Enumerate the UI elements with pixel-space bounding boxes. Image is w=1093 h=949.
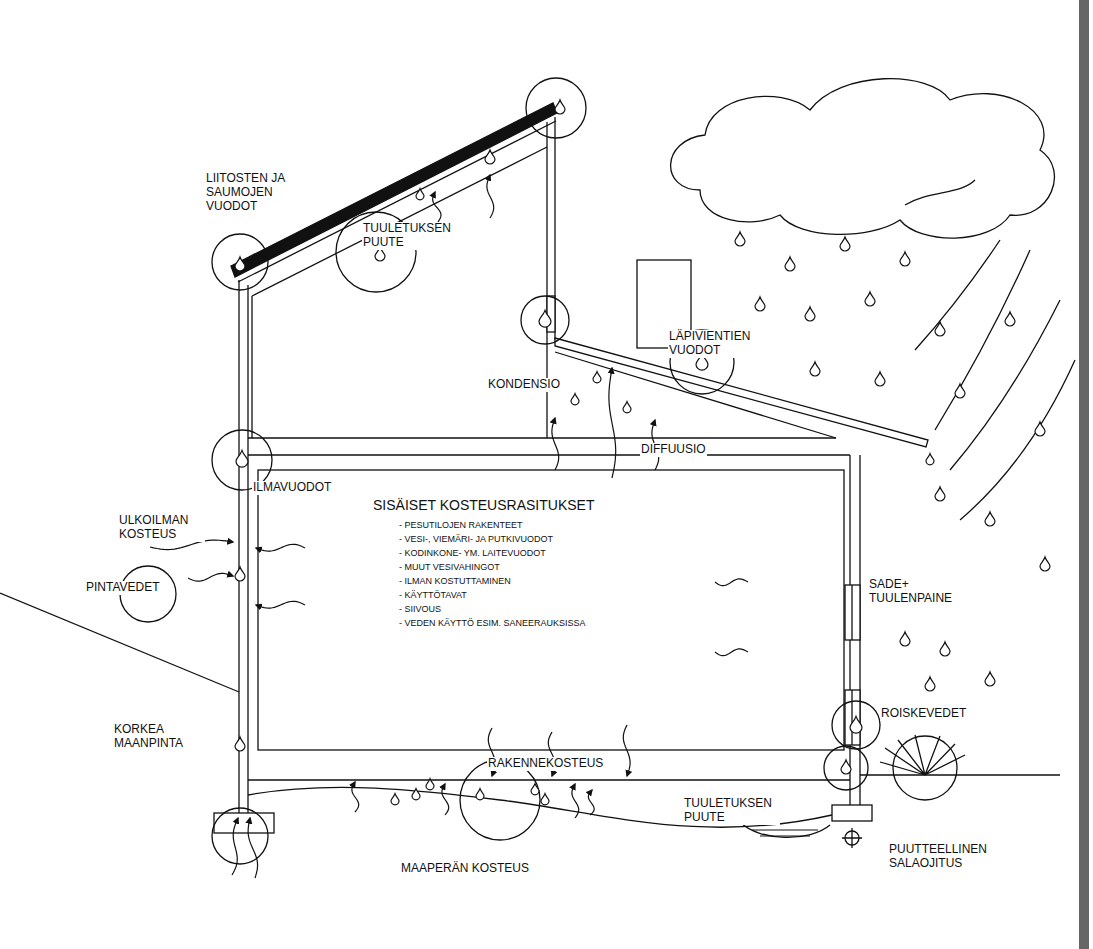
drops	[235, 100, 1050, 805]
moisture-arrow	[248, 818, 257, 878]
moisture-arrow	[609, 368, 616, 478]
moisture-arrow	[188, 573, 233, 581]
moisture-arrow	[256, 544, 305, 551]
water-drop	[805, 307, 815, 321]
water-drop	[900, 252, 910, 266]
label: - KÄYTTÖTAVAT	[398, 590, 468, 600]
water-drop	[416, 189, 424, 200]
label: ULKOILMAN KOSTEUS	[118, 514, 205, 542]
water-drop	[235, 257, 245, 271]
water-drop	[875, 372, 885, 386]
water-drop	[571, 394, 579, 405]
label: SISÄISET KOSTEUSRASITUKSET	[372, 497, 595, 513]
label: PINTAVEDET	[85, 581, 161, 595]
water-drop	[926, 454, 934, 465]
water-drop	[1005, 312, 1015, 326]
label: PUUTTEELLINEN SALAOJITUS	[888, 843, 1005, 871]
water-drop	[925, 677, 935, 691]
footing	[832, 805, 872, 821]
cloud	[671, 79, 1055, 239]
moisture-arrow	[442, 784, 449, 815]
water-drop	[865, 292, 875, 306]
water-drop	[236, 450, 248, 467]
water-drop	[785, 257, 795, 271]
water-drop	[841, 760, 851, 774]
water-drop	[755, 297, 765, 311]
water-drop	[412, 789, 420, 800]
label: TUULETUKSEN PUUTE	[683, 797, 780, 825]
water-drop	[485, 150, 495, 164]
water-drop	[235, 567, 245, 581]
moisture-arrow	[433, 192, 441, 222]
water-drop	[985, 512, 995, 526]
moisture-arrow	[352, 782, 359, 812]
label: - SIIVOUS	[398, 604, 442, 614]
label: RAKENNEKOSTEUS	[487, 757, 604, 771]
label: LIITOSTEN JA SAUMOJEN VUODOT	[205, 172, 297, 213]
water-drop	[531, 784, 539, 795]
water-drop	[955, 384, 965, 398]
water-drop	[840, 237, 850, 251]
label: - VESI-, VIEMÄRI- JA PUTKIVUODOT	[398, 534, 554, 544]
water-drop	[1035, 422, 1045, 436]
cloud-detail	[905, 180, 975, 205]
label: DIFFUUSIO	[640, 443, 707, 457]
label: - PESUTILOJEN RAKENTEET	[398, 520, 524, 530]
label: SADE+ TUULENPAINE	[868, 578, 980, 606]
water-drop	[935, 322, 945, 336]
water-drop	[850, 716, 862, 733]
moisture-arrow	[232, 818, 238, 875]
label: LÄPIVIENTIEN VUODOT	[668, 330, 775, 358]
label: MAAPERÄN KOSTEUS	[400, 862, 530, 876]
water-drop	[555, 100, 565, 114]
moisture-arrows	[150, 175, 748, 878]
moisture-arrow	[256, 601, 305, 608]
water-drop	[1040, 557, 1050, 571]
window	[845, 690, 860, 745]
moisture-arrow	[588, 790, 594, 815]
label: KONDENSIO	[487, 378, 561, 392]
label: TUULETUKSEN PUUTE	[362, 222, 459, 250]
water-drop	[391, 794, 399, 805]
moisture-arrow	[487, 175, 494, 218]
water-drop	[940, 642, 950, 656]
border-bar	[1079, 0, 1089, 949]
water-drop	[541, 794, 549, 805]
water-drop	[623, 402, 631, 413]
water-drop	[539, 310, 551, 327]
label: - ILMAN KOSTUTTAMINEN	[398, 576, 512, 586]
ground-line	[0, 593, 239, 692]
moisture-arrow	[715, 649, 748, 656]
water-drop	[426, 779, 434, 790]
moisture-arrow	[715, 579, 748, 586]
moisture-arrow	[572, 784, 579, 818]
water-drop	[810, 362, 820, 376]
water-drop	[735, 232, 745, 246]
water-drop	[476, 789, 484, 800]
water-drop	[900, 632, 910, 646]
water-drop	[985, 672, 995, 686]
moisture-arrow	[552, 418, 559, 470]
water-drop	[235, 737, 245, 751]
label: - MUUT VESIVAHINGOT	[398, 562, 501, 572]
label: - KODINKONE- YM. LAITEVUODOT	[398, 548, 547, 558]
label: ROISKEVEDET	[880, 707, 967, 721]
label: KORKEA MAANPINTA	[113, 723, 205, 751]
window	[845, 585, 860, 640]
label: - VEDEN KÄYTTÖ ESIM. SANEERAUKSISSA	[398, 618, 587, 628]
room	[258, 470, 844, 750]
water-drop	[593, 372, 601, 383]
moisture-arrow	[623, 725, 630, 776]
label: ILMAVUODOT	[252, 481, 332, 495]
ground-line	[860, 774, 1060, 775]
water-drop	[935, 487, 945, 501]
